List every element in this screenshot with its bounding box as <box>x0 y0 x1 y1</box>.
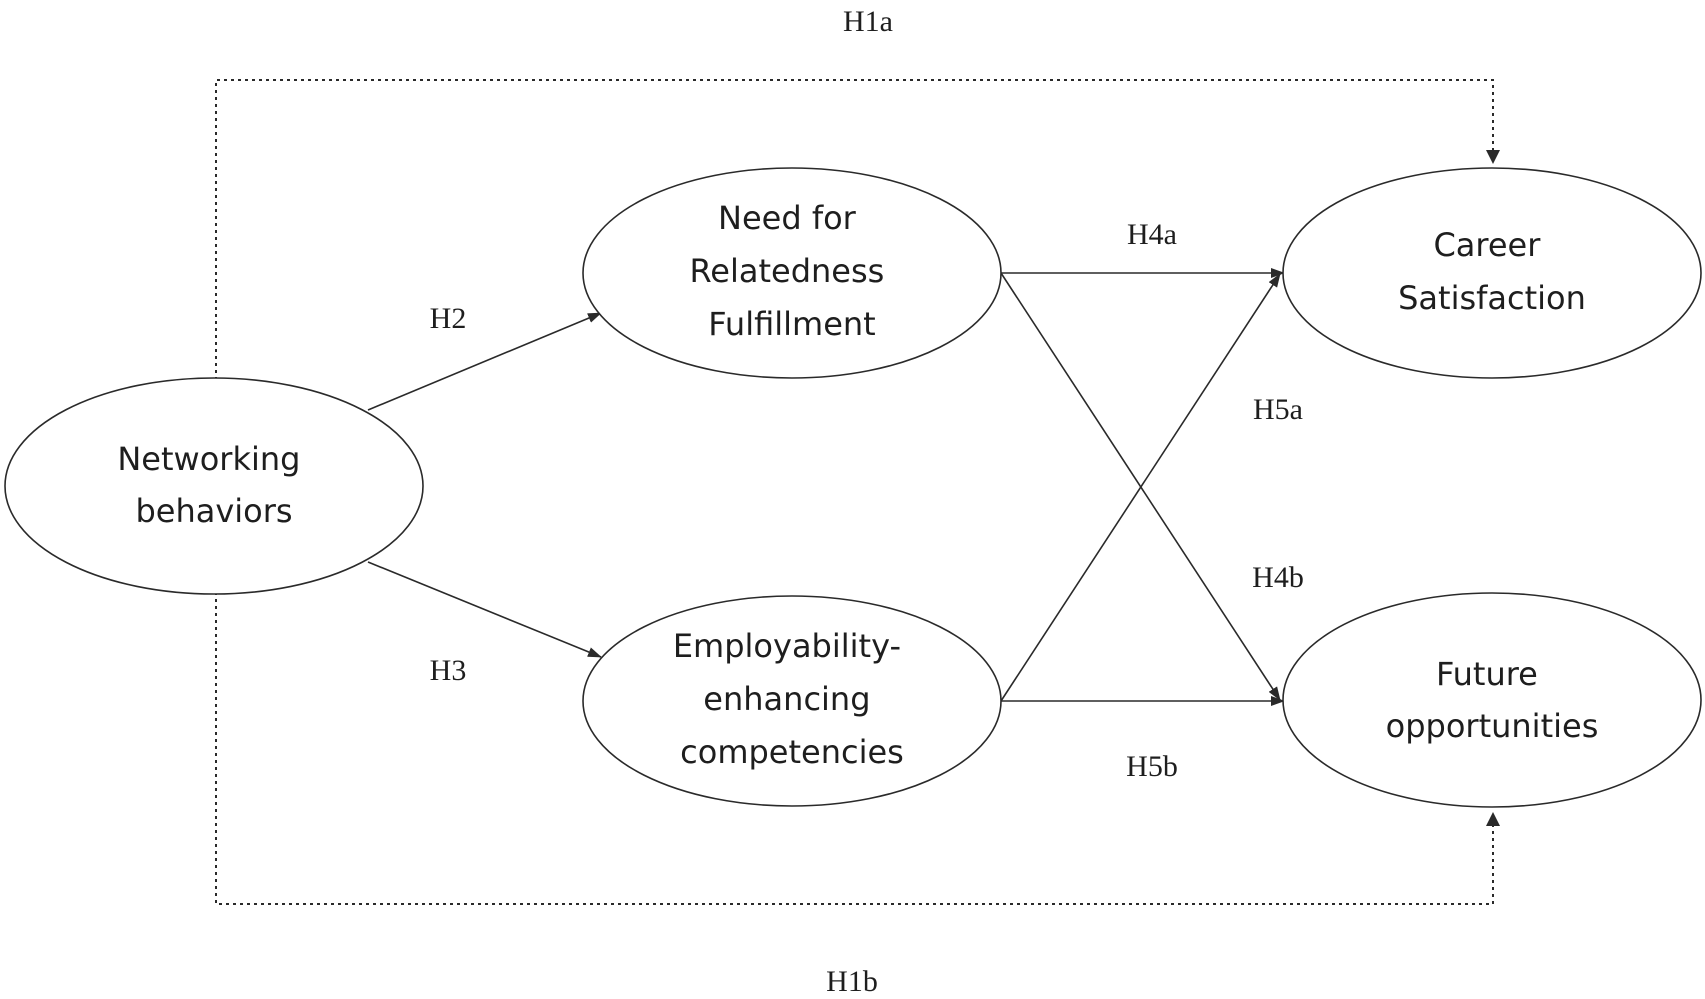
node-career-satisfaction: Career Satisfaction <box>1282 167 1702 379</box>
node-networking-line-2: behaviors <box>135 492 292 530</box>
node-relatedness-line-2: Relatedness <box>689 252 884 290</box>
label-h5b: H5b <box>1126 750 1178 783</box>
edge-h2 <box>367 312 602 411</box>
node-future-opportunities: Future opportunities <box>1282 592 1702 808</box>
edge-h3 <box>367 561 602 658</box>
label-h5a: H5a <box>1253 393 1303 426</box>
label-h4b: H4b <box>1252 561 1304 594</box>
node-career-line-1: Career <box>1433 226 1541 264</box>
edge-h1a-dotted <box>215 79 1494 380</box>
svg-text:Need for Relatedness: Need for Relatedness Fulfillment <box>689 199 894 343</box>
node-future-line-1: Future <box>1436 655 1538 693</box>
arrow-h1b-head <box>1486 812 1500 826</box>
node-relatedness-line-1: Need for <box>718 199 857 237</box>
svg-text:Networking behaviors: Networking behaviors <box>117 440 310 530</box>
label-h1a: H1a <box>843 5 893 38</box>
label-h3: H3 <box>430 654 467 687</box>
node-networking-line-1: Networking <box>117 440 300 478</box>
node-employability-line-1: Employability- <box>673 627 901 665</box>
node-relatedness-line-3: Fulfillment <box>708 305 875 343</box>
node-career-line-2: Satisfaction <box>1398 279 1586 317</box>
label-h1b: H1b <box>826 965 878 998</box>
label-h2: H2 <box>430 302 467 335</box>
node-employability-competencies: Employability- enhancing competencies <box>582 595 1002 807</box>
svg-text:Career Satisfaction: Career Satisfaction <box>1398 226 1586 317</box>
node-need-for-relatedness: Need for Relatedness Fulfillment <box>582 167 1002 379</box>
label-h4a: H4a <box>1127 218 1177 251</box>
svg-text:Future opportunities: Future opportunities <box>1386 655 1599 745</box>
node-employability-line-3: competencies <box>680 733 904 771</box>
node-future-line-2: opportunities <box>1386 707 1599 745</box>
node-networking-behaviors: Networking behaviors <box>4 377 424 595</box>
edge-h5a <box>1000 273 1281 702</box>
node-employability-line-2: enhancing <box>703 680 870 718</box>
svg-text:Employability- enhancing: Employability- enhancing competencies <box>673 627 911 771</box>
edge-h1b-dotted <box>215 592 1494 905</box>
arrow-h1a-head <box>1486 150 1500 164</box>
